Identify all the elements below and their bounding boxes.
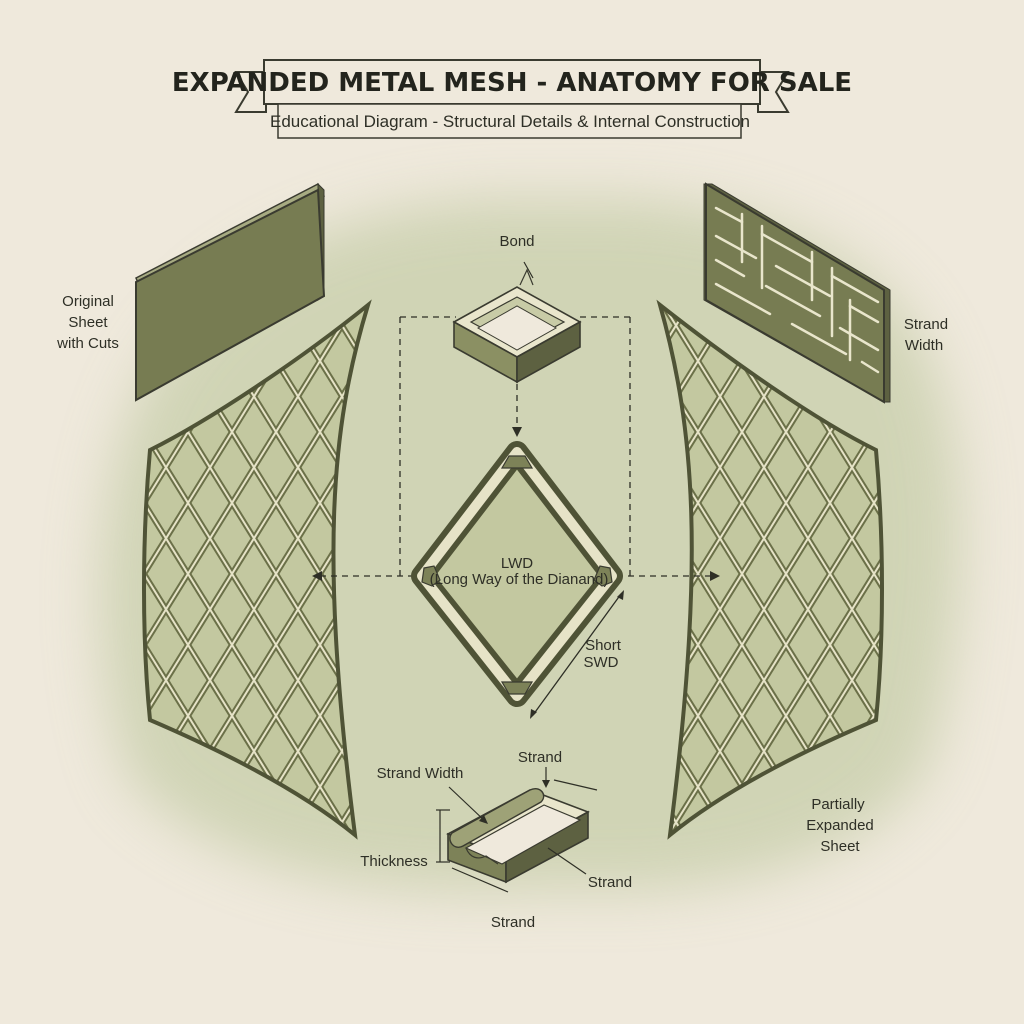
svg-text:Strand: Strand — [518, 749, 562, 766]
mesh-strand — [1006, 290, 1024, 850]
mesh-strand — [962, 290, 1024, 850]
mesh-strand — [967, 290, 1024, 850]
mesh-strand — [660, 305, 783, 835]
mesh-strand — [660, 305, 882, 835]
sheet-slot-cut — [830, 274, 880, 304]
mesh-strand — [279, 305, 368, 835]
mesh-strand — [0, 290, 56, 850]
mesh-strand — [0, 290, 7, 850]
sheet-slot-cut — [860, 360, 880, 374]
strand-width-top-label: Strand Width — [904, 316, 948, 354]
svg-text:Strand: Strand — [491, 914, 535, 931]
mesh-strand — [660, 305, 743, 835]
mesh-strand — [235, 305, 368, 835]
strand-cross-section — [446, 788, 590, 884]
strand-dimension-arrowheads — [479, 780, 550, 824]
svg-text:Sheet: Sheet — [68, 314, 108, 331]
svg-text:(Long Way of the Dianand): (Long Way of the Dianand) — [430, 571, 609, 588]
strand-labels: Strand Width Strand Thickness Strand Str… — [360, 749, 632, 931]
mesh-strand — [660, 305, 787, 835]
sheet-slot-cut — [848, 304, 880, 324]
slotted-sheet — [703, 182, 891, 404]
mesh-strand — [0, 290, 38, 850]
page-title: EXPANDED METAL MESH - ANATOMY FOR SALE — [172, 68, 852, 98]
mesh-strand — [660, 305, 827, 835]
svg-text:Strand Width: Strand Width — [377, 765, 464, 782]
page-subtitle: Educational Diagram - Structural Details… — [270, 112, 750, 131]
svg-text:Strand: Strand — [588, 874, 632, 891]
svg-text:Short: Short — [585, 637, 622, 654]
right-expanded-mesh — [0, 290, 1024, 850]
sheet-slot-cut — [714, 258, 746, 278]
svg-text:Expanded: Expanded — [806, 817, 874, 834]
lwd-label: LWD (Long Way of the Dianand) — [430, 555, 609, 588]
mesh-strand — [1011, 290, 1024, 850]
mesh-strand — [144, 305, 361, 835]
mesh-strand — [1011, 290, 1024, 850]
svg-text:Thickness: Thickness — [360, 853, 428, 870]
swd-dimension: Short SWD — [530, 590, 624, 719]
svg-text:Original: Original — [62, 293, 114, 310]
sheet-slot-cut — [764, 284, 822, 318]
original-sheet-label: Original Sheet with Cuts — [56, 293, 119, 352]
mesh-strand — [967, 290, 1024, 850]
svg-text:Bond: Bond — [499, 233, 534, 250]
mesh-strand — [980, 290, 1024, 850]
svg-text:with Cuts: with Cuts — [56, 335, 119, 352]
original-sheet — [135, 182, 326, 402]
mesh-strand — [275, 305, 368, 835]
mesh-strand — [0, 290, 12, 850]
bond-label: Bond — [499, 233, 535, 279]
svg-text:Partially: Partially — [811, 796, 865, 813]
svg-text:SWD: SWD — [584, 654, 619, 671]
mesh-strand — [0, 290, 38, 850]
mesh-strand — [962, 290, 1024, 850]
mesh-strand — [697, 305, 882, 835]
mesh-strand — [0, 290, 100, 850]
sheet-slot-cut — [838, 326, 880, 352]
sheet-slot-cut — [714, 234, 758, 260]
mesh-strand — [0, 290, 51, 850]
title-banner: EXPANDED METAL MESH - ANATOMY FOR SALE E… — [172, 59, 852, 139]
mesh-strand — [0, 290, 100, 850]
mesh-strand — [231, 305, 368, 835]
svg-text:Sheet: Sheet — [820, 838, 860, 855]
mesh-strand — [701, 305, 882, 835]
mesh-strand — [0, 290, 51, 850]
svg-text:Strand: Strand — [904, 316, 948, 333]
center-diamond — [411, 441, 623, 707]
sheet-slot-cut — [774, 264, 832, 298]
mesh-strand — [144, 305, 365, 835]
bond-block — [452, 268, 582, 384]
svg-text:Width: Width — [905, 337, 943, 354]
partially-expanded-label: Partially Expanded Sheet — [806, 796, 874, 855]
mesh-strand — [0, 290, 82, 850]
mesh-strand — [0, 290, 12, 850]
mesh-strand — [0, 290, 7, 850]
mesh-strand — [144, 305, 317, 835]
mesh-strand — [980, 290, 1024, 850]
sheet-slot-cut — [760, 232, 814, 264]
mesh-strand — [1006, 290, 1024, 850]
mesh-strand — [0, 290, 56, 850]
mesh-strand — [0, 290, 95, 850]
mesh-strand — [0, 290, 82, 850]
sheet-slot-cut — [790, 322, 848, 356]
sheet-slot-cut — [714, 282, 772, 316]
mesh-strand — [660, 305, 882, 835]
mesh-strand — [0, 290, 95, 850]
sheet-slot-cut — [714, 206, 744, 224]
svg-text:LWD: LWD — [501, 555, 533, 572]
